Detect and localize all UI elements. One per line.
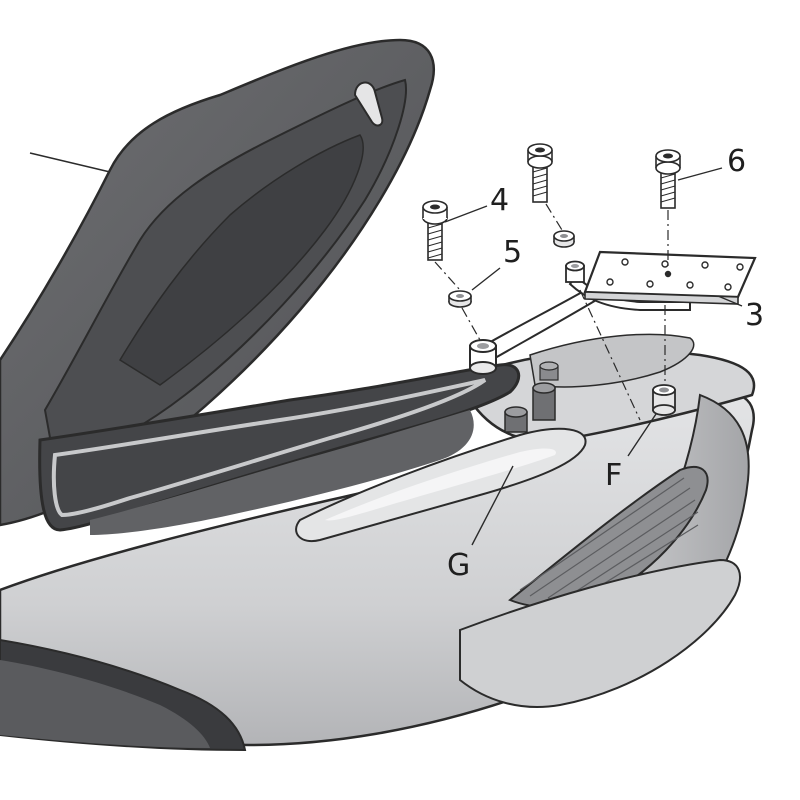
seat-latch-hook xyxy=(353,81,384,127)
leader-f xyxy=(627,413,657,457)
underside-mid xyxy=(0,660,210,748)
body-mounting-bosses xyxy=(504,361,676,433)
seat-leader-line xyxy=(29,152,111,173)
callout-g: G xyxy=(447,548,470,583)
callout-6: 6 xyxy=(727,144,746,179)
leader-3 xyxy=(717,295,743,307)
axis-left-2 xyxy=(461,307,481,341)
scooter-rear-body xyxy=(0,333,756,752)
axis-left xyxy=(434,261,461,291)
compartment-seal xyxy=(51,378,487,518)
boss-rear xyxy=(539,361,559,381)
bracket-tube-right xyxy=(565,260,585,283)
grab-rail xyxy=(295,427,587,543)
assembly-axes xyxy=(434,203,669,421)
callout-4: 4 xyxy=(490,183,509,218)
leader-lines xyxy=(444,167,743,546)
leader-g xyxy=(471,465,514,546)
open-seat xyxy=(0,38,435,527)
callout-f: F xyxy=(605,458,622,493)
bracket-tube-left xyxy=(469,339,497,375)
bracket-plate-holes xyxy=(606,258,744,291)
callout-3: 3 xyxy=(745,298,764,333)
bolt-right xyxy=(655,149,681,209)
boss-left xyxy=(504,406,528,433)
axis-middle-2 xyxy=(579,289,641,421)
axis-middle xyxy=(545,203,563,231)
lower-fairing xyxy=(459,558,741,708)
washer-left xyxy=(448,290,472,308)
boss-center xyxy=(532,382,556,421)
rear-carrier-recess xyxy=(529,333,695,388)
leader-6 xyxy=(677,167,723,181)
seat-inner-panel xyxy=(118,134,364,386)
leader-4 xyxy=(444,205,488,223)
washer-middle xyxy=(553,230,575,248)
compartment-floor xyxy=(90,410,474,535)
grab-rail-highlight xyxy=(325,448,556,521)
bolt-middle xyxy=(527,143,553,203)
callout-5: 5 xyxy=(503,235,522,270)
leader-5 xyxy=(471,267,501,291)
callout-labels: 4 5 6 3 F G xyxy=(447,144,764,583)
storage-compartment xyxy=(38,363,521,535)
spacer-f xyxy=(652,384,676,416)
bolt-left xyxy=(422,200,448,261)
